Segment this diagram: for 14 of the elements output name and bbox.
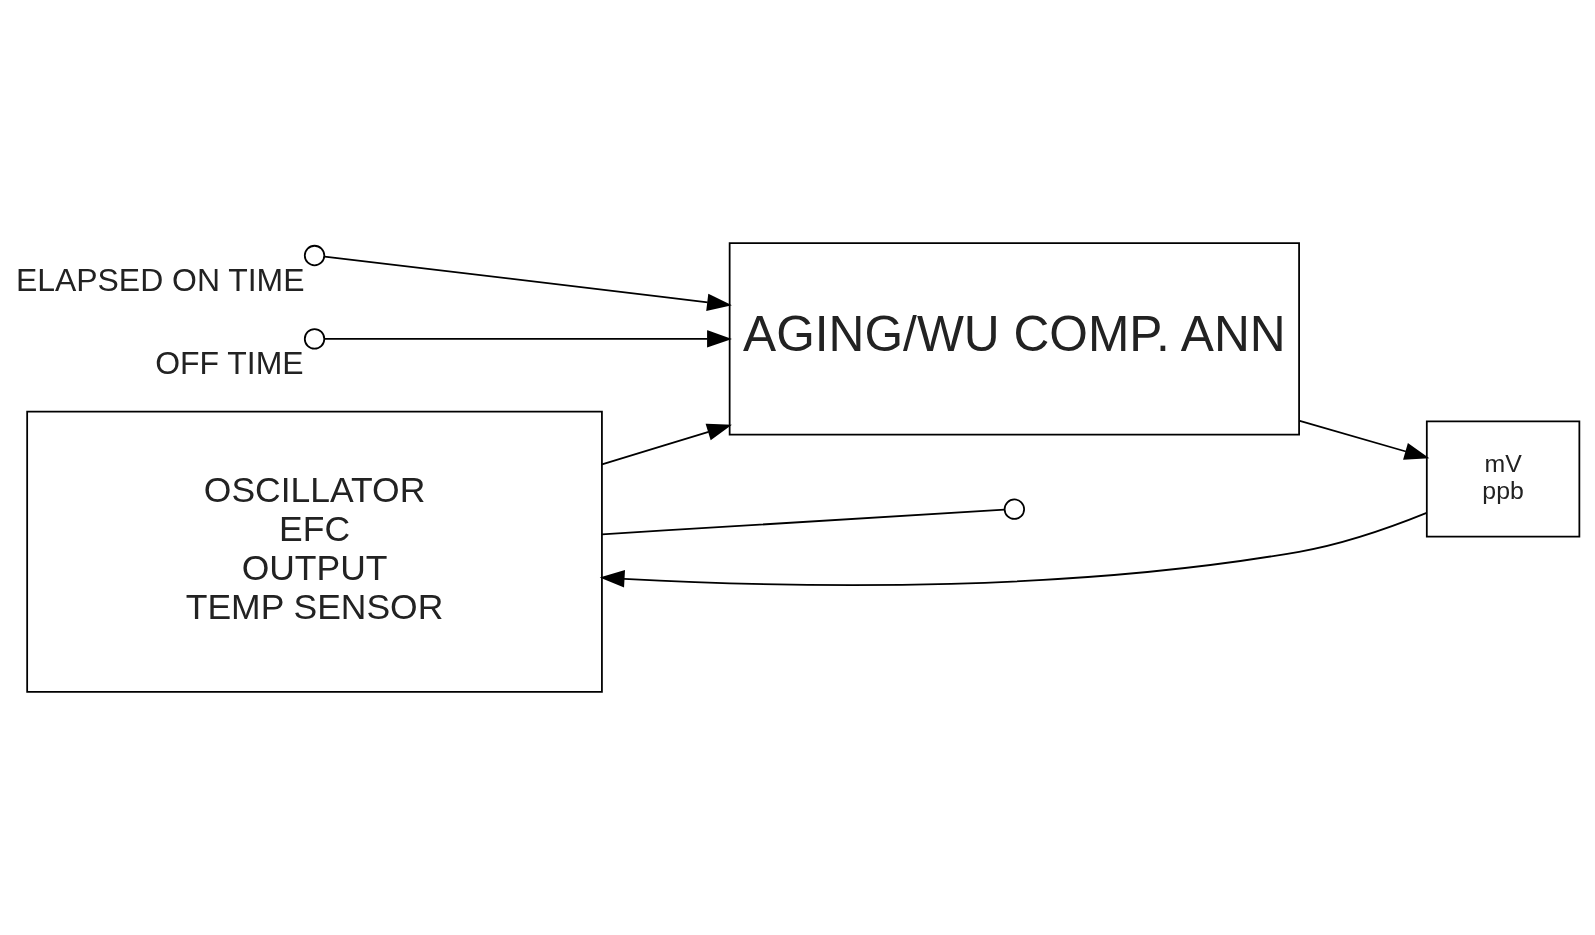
arrow [1298, 419, 1430, 460]
node-box: OSCILLATOR EFC OUTPUT TEMP SENSOR [26, 410, 603, 693]
arrow [601, 423, 732, 466]
node-label: ELAPSED ON TIME [15, 261, 305, 298]
arrow [323, 255, 732, 311]
node-box: mV ppb [1425, 420, 1581, 538]
arrow [323, 330, 732, 348]
node-circle [303, 328, 326, 350]
node-box: AGING/WU COMP. ANN [728, 242, 1300, 436]
node-circle [1003, 498, 1025, 520]
connector [601, 508, 1006, 536]
node-label: OFF TIME [155, 345, 304, 382]
node-circle [303, 244, 326, 267]
arrow [599, 511, 1428, 588]
